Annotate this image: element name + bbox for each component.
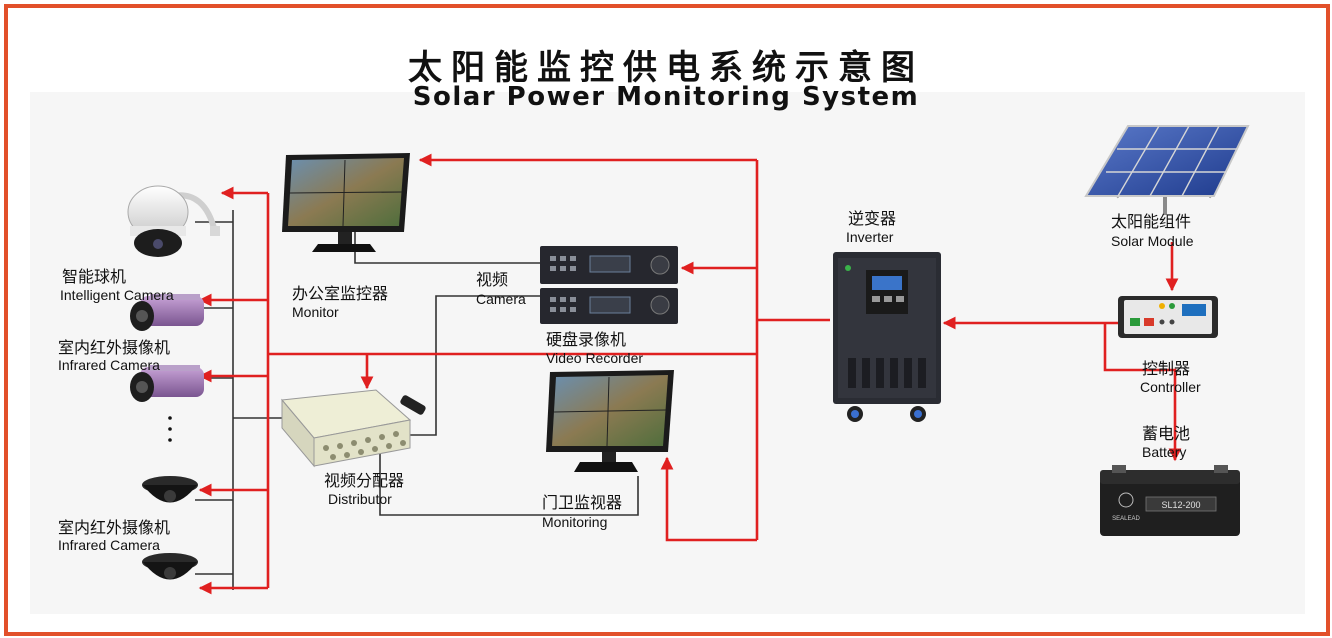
- battery-label-en: Battery: [1142, 444, 1187, 460]
- battery-label-cn: 蓄电池: [1142, 424, 1191, 443]
- video-recorder-icon: [540, 246, 678, 324]
- infrared-dome-camera-icon-1: [142, 476, 198, 503]
- inverter-label-cn: 逆变器: [848, 209, 897, 228]
- solar-module-label-en: Solar Module: [1111, 233, 1194, 249]
- infrared-bullet-camera-icon-1: [130, 294, 204, 331]
- title-english: Solar Power Monitoring System: [412, 82, 920, 112]
- distributor-label-en: Distributor: [328, 491, 392, 507]
- solar-panel-icon: [1084, 125, 1250, 215]
- video-recorder-label-en: Video Recorder: [546, 350, 644, 366]
- infrared-dome-camera-icon-2: [142, 553, 198, 580]
- office-monitor-icon: [282, 153, 410, 252]
- infrared-camera-1-label-cn: 室内红外摄像机: [58, 338, 171, 357]
- ellipsis-dots: [168, 416, 172, 442]
- infrared-camera-2-label-en: Infrared Camera: [58, 537, 160, 553]
- gate-monitor-label-cn: 门卫监视器: [542, 493, 623, 512]
- video-recorder-label-cn: 硬盘录像机: [546, 330, 627, 349]
- gate-monitor-icon: [546, 370, 674, 472]
- office-monitor-label-cn: 办公室监控器: [292, 284, 389, 303]
- battery-brand-text: SEALEAD: [1112, 516, 1140, 522]
- inverter-icon: [833, 252, 941, 422]
- infrared-bullet-camera-icon-2: [130, 365, 204, 402]
- controller-label-en: Controller: [1140, 379, 1201, 395]
- inverter-label-en: Inverter: [846, 229, 894, 245]
- gate-monitor-label-en: Monitoring: [542, 514, 608, 530]
- infrared-camera-1-label-en: Infrared Camera: [58, 357, 160, 373]
- diagram-frame: [4, 4, 1330, 636]
- controller-icon: [1118, 296, 1218, 338]
- video-camera-label-en: Camera: [476, 291, 526, 307]
- infrared-camera-2-label-cn: 室内红外摄像机: [58, 518, 171, 537]
- distributor-icon: [281, 389, 426, 468]
- dome-camera-label-cn: 智能球机: [62, 267, 127, 286]
- video-camera-label-cn: 视频: [476, 270, 509, 289]
- title-chinese: 太阳能监控供电系统示意图: [408, 48, 924, 88]
- dome-camera-icon: [127, 185, 220, 257]
- solar-module-label-cn: 太阳能组件: [1111, 212, 1192, 231]
- dome-camera-label-en: Intelligent Camera: [60, 287, 174, 303]
- video-signal-wiring: [354, 232, 639, 516]
- distributor-label-cn: 视频分配器: [324, 471, 405, 490]
- power-wiring: [198, 153, 1182, 595]
- battery-model-text: SL12-200: [1161, 500, 1200, 510]
- controller-label-cn: 控制器: [1142, 359, 1191, 378]
- office-monitor-label-en: Monitor: [292, 304, 339, 320]
- battery-icon: SL12-200 SEALEAD: [1100, 465, 1240, 536]
